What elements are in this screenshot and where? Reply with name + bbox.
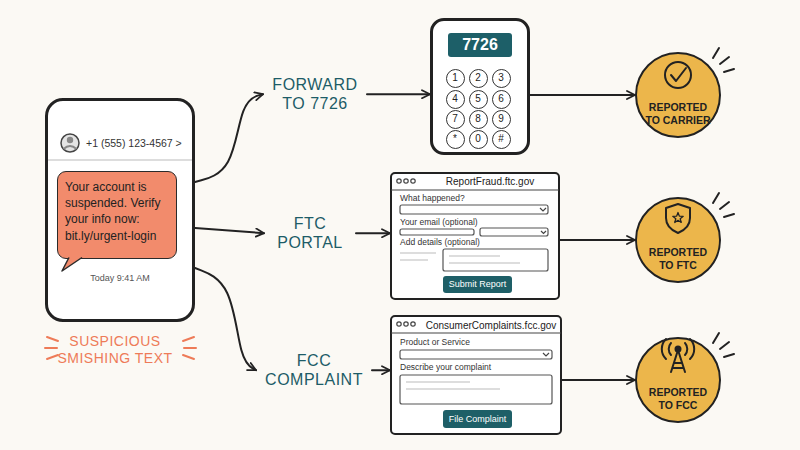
- keypad-key: 0: [469, 130, 488, 149]
- connector-arrow: [356, 232, 390, 234]
- connector-arrow: [372, 369, 390, 371]
- status-badge: REPORTED TO CARRIER: [635, 52, 721, 138]
- status-badge: REPORTED TO FTC: [635, 197, 721, 283]
- keypad-key: 1: [446, 69, 465, 88]
- button-text: File Complaint: [443, 410, 512, 428]
- emphasis-rays: [713, 48, 734, 72]
- keypad-key: 9: [492, 110, 511, 129]
- keypad-key: #: [492, 130, 511, 149]
- keypad-phone: 7726 123 456 789 *0#: [430, 18, 530, 155]
- message-bubble: Your account is suspended. Verify your i…: [57, 171, 177, 259]
- field-label: What happened?: [400, 193, 550, 204]
- timestamp: Today 9:41 AM: [48, 273, 192, 284]
- url-text: ConsumerComplaints.fcc.gov: [422, 320, 560, 333]
- field-label: Your email (optional): [400, 217, 550, 228]
- connector: [560, 240, 635, 241]
- connector-arrow: [367, 93, 430, 95]
- message-text: Your account is suspended. Verify your i…: [65, 179, 169, 244]
- button-text: Submit Report: [443, 276, 512, 293]
- connector-arrow: [195, 228, 264, 233]
- connector-arrow: [195, 268, 256, 370]
- keypad-key: 8: [469, 110, 488, 129]
- connector: [562, 380, 635, 381]
- connector: [195, 268, 390, 370]
- submit-button: File Complaint: [443, 410, 512, 428]
- emphasis-rays: [713, 193, 734, 217]
- status-text: REPORTED TO FCC: [642, 386, 714, 411]
- status-badge: REPORTED TO FCC: [635, 337, 721, 423]
- keypad-key: 7: [446, 110, 465, 129]
- edge-label: FTC PORTAL: [270, 214, 350, 252]
- connector: [195, 228, 390, 233]
- field-label: Describe your complaint: [400, 362, 550, 373]
- field-label: Product or Service: [400, 337, 550, 348]
- phone-mockup: +1 (555) 123-4567 > Today 9:41 AM Your acc…: [45, 98, 195, 322]
- callout-label: SUSPICIOUS SMISHING TEXT: [40, 333, 190, 367]
- display-number: 7726: [448, 33, 512, 57]
- web-form-window: ConsumerComplaints.fcc.govProduct or Ser…: [390, 315, 562, 435]
- keypad-key: 5: [469, 90, 488, 109]
- edge-label: FCC COMPLAINT: [262, 351, 366, 389]
- connector: [530, 95, 635, 96]
- status-text: REPORTED TO FTC: [642, 246, 714, 271]
- url-text: ReportFraud.ftc.gov: [422, 176, 558, 189]
- web-form-window: ReportFraud.ftc.govWhat happened? Your em…: [390, 172, 560, 300]
- connector-arrow: [562, 379, 635, 381]
- edge-label: FORWARD TO 7726: [269, 75, 361, 113]
- keypad-key: 2: [469, 69, 488, 88]
- keypad-key: *: [446, 130, 465, 149]
- connector-arrow: [530, 94, 635, 96]
- connector-arrow: [560, 239, 635, 241]
- sender-number: +1 (555) 123-4567 >: [86, 137, 190, 150]
- status-text: REPORTED TO CARRIER: [642, 101, 714, 126]
- keypad-key: 6: [492, 90, 511, 109]
- field-label: Add details (optional): [400, 237, 550, 248]
- keypad-key: 4: [446, 90, 465, 109]
- submit-button: Submit Report: [443, 276, 512, 293]
- emphasis-rays: [713, 333, 734, 357]
- connector-arrow: [195, 94, 263, 182]
- keypad-key: 3: [492, 69, 511, 88]
